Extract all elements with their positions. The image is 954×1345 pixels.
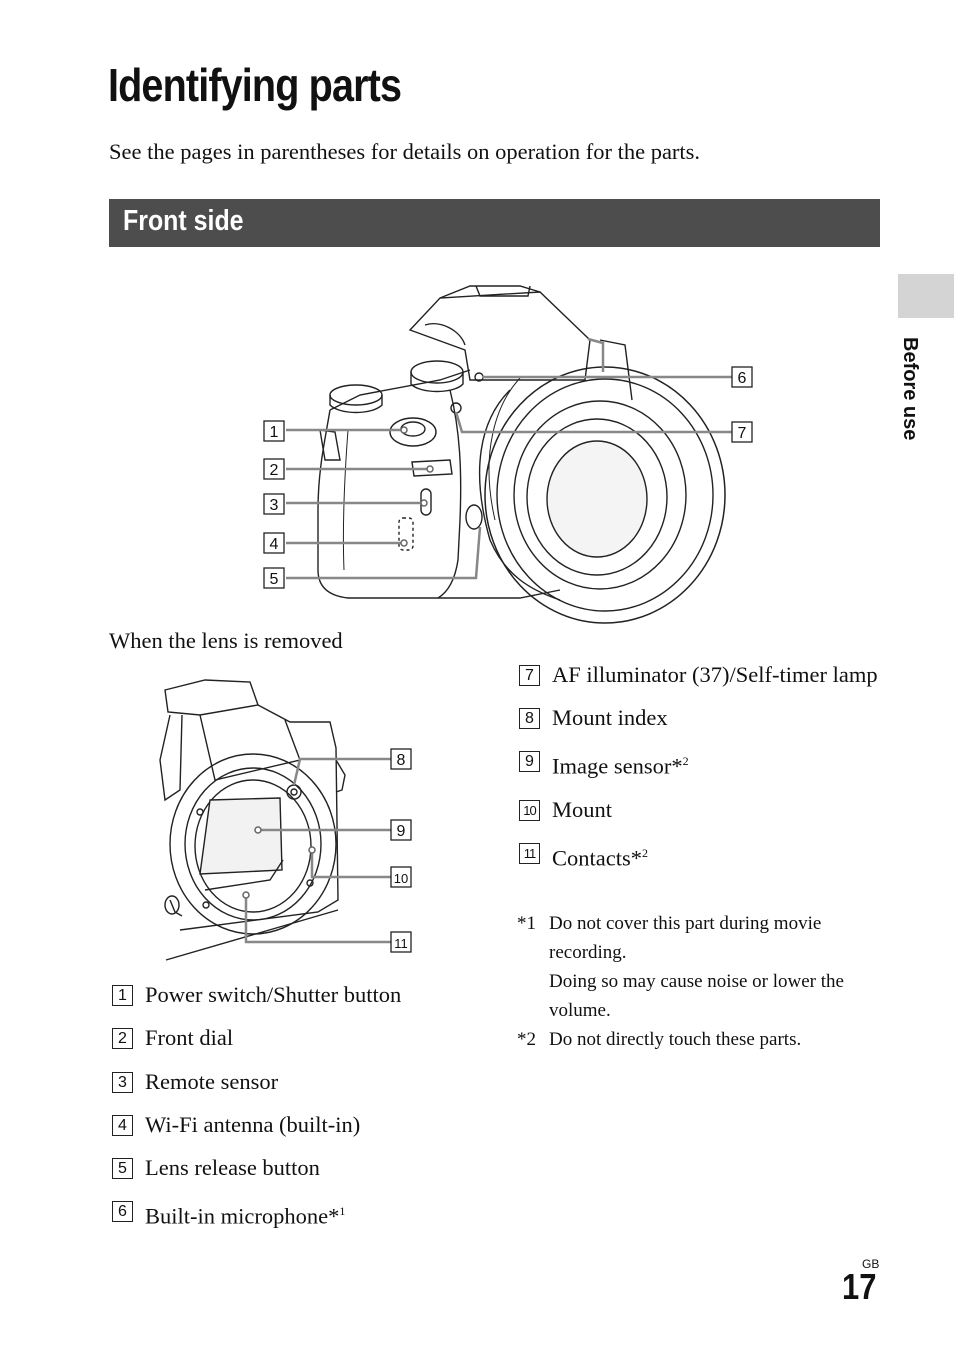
footnote-text-2: Doing so may cause noise or lower the vo…: [549, 971, 844, 1021]
footnote-ref: 2: [642, 845, 648, 860]
page-number: 17: [842, 1266, 877, 1307]
part-number: 7: [519, 665, 540, 686]
callout-11: 11: [394, 936, 408, 951]
list-item: 6 Built-in microphone*1: [112, 1196, 492, 1239]
figure2-callout-boxes: [390, 748, 412, 953]
part-number: 11: [519, 842, 540, 864]
part-number: 4: [112, 1114, 133, 1136]
footnote-text: Do not cover this part during movie reco…: [549, 913, 822, 963]
callout-9: 9: [397, 823, 406, 840]
part-number: 9: [519, 751, 540, 772]
figure2-callout-dots: [242, 826, 316, 899]
figure2-callout-numbers: 8 9 10 11: [394, 752, 408, 951]
part-number: 6: [112, 1201, 133, 1223]
part-label: Mount: [552, 796, 613, 822]
callout-8: 8: [397, 752, 406, 769]
footnote-ref: 2: [682, 754, 689, 768]
callout-6: 6: [738, 370, 747, 387]
list-item: 10 Mount: [519, 795, 884, 825]
callout-4: 4: [270, 536, 279, 553]
list-item: 4 Wi-Fi antenna (built-in): [112, 1110, 492, 1153]
part-label: AF illuminator (37)/Self-timer lamp: [552, 662, 878, 687]
footnote-mark: *2: [517, 1029, 536, 1050]
part-label: Remote sensor: [145, 1068, 279, 1094]
footnote: *1 Do not cover this part during movie r…: [517, 909, 882, 1025]
footnote-text: Do not directly touch these parts.: [549, 1029, 802, 1050]
callout-10: 10: [394, 871, 408, 886]
list-item: 1 Power switch/Shutter button: [112, 980, 492, 1023]
intro-text: See the pages in parentheses for details…: [109, 139, 701, 164]
part-label: Power switch/Shutter button: [145, 982, 402, 1007]
list-item: 8 Mount index: [519, 703, 884, 733]
part-label: Built-in microphone*: [145, 1203, 340, 1229]
section-header: Front side: [109, 199, 880, 247]
part-label: Contacts*: [552, 845, 642, 870]
part-number: 1: [112, 985, 133, 1006]
parts-list-left: 1 Power switch/Shutter button 2 Front di…: [112, 980, 492, 1240]
list-item: 11 Contacts*2: [519, 838, 884, 874]
page-region: GB: [862, 1257, 880, 1271]
figure2-leader-lines: [244, 757, 391, 944]
part-label: Front dial: [145, 1025, 234, 1051]
callout-1: 1: [270, 424, 279, 441]
part-number: 10: [519, 799, 540, 821]
footnote: *2 Do not directly touch these parts.: [517, 1025, 882, 1054]
side-tab-marker: [898, 274, 954, 318]
parts-list-right: 7 AF illuminator (37)/Self-timer lamp 8 …: [519, 660, 884, 886]
section-title: Front side: [123, 205, 244, 237]
footnote-mark: *1: [517, 913, 536, 934]
callout-3: 3: [270, 497, 279, 514]
part-label: Image sensor*: [552, 753, 683, 779]
list-item: 3 Remote sensor: [112, 1067, 492, 1110]
part-number: 5: [112, 1158, 133, 1180]
figure1-callout-numbers: 1 2 3 4 5 6 7: [270, 370, 747, 588]
footnotes: *1 Do not cover this part during movie r…: [517, 909, 882, 1054]
callout-5: 5: [270, 571, 279, 588]
camera-front-illustration: [317, 285, 726, 624]
figure1-leader-lines: [286, 337, 732, 580]
part-number: 2: [112, 1028, 133, 1050]
callout-7: 7: [738, 425, 747, 442]
part-label: Lens release button: [145, 1155, 320, 1181]
figure1-callout-boxes: [263, 366, 753, 589]
list-item: 2 Front dial: [112, 1023, 492, 1066]
footnote-ref: 1: [339, 1204, 346, 1219]
camera-mount-illustration: [159, 679, 346, 961]
list-item: 9 Image sensor*2: [519, 746, 884, 782]
page-title: Identifying parts: [108, 59, 402, 111]
part-number: 3: [112, 1071, 133, 1093]
part-number: 8: [519, 708, 540, 729]
list-item: 5 Lens release button: [112, 1153, 492, 1196]
part-label: Mount index: [552, 705, 668, 730]
figure-caption: When the lens is removed: [109, 628, 343, 653]
callout-2: 2: [270, 462, 279, 479]
list-item: 7 AF illuminator (37)/Self-timer lamp: [519, 660, 884, 690]
part-label: Wi-Fi antenna (built-in): [145, 1111, 361, 1137]
figure1-callout-dots: [400, 426, 434, 547]
